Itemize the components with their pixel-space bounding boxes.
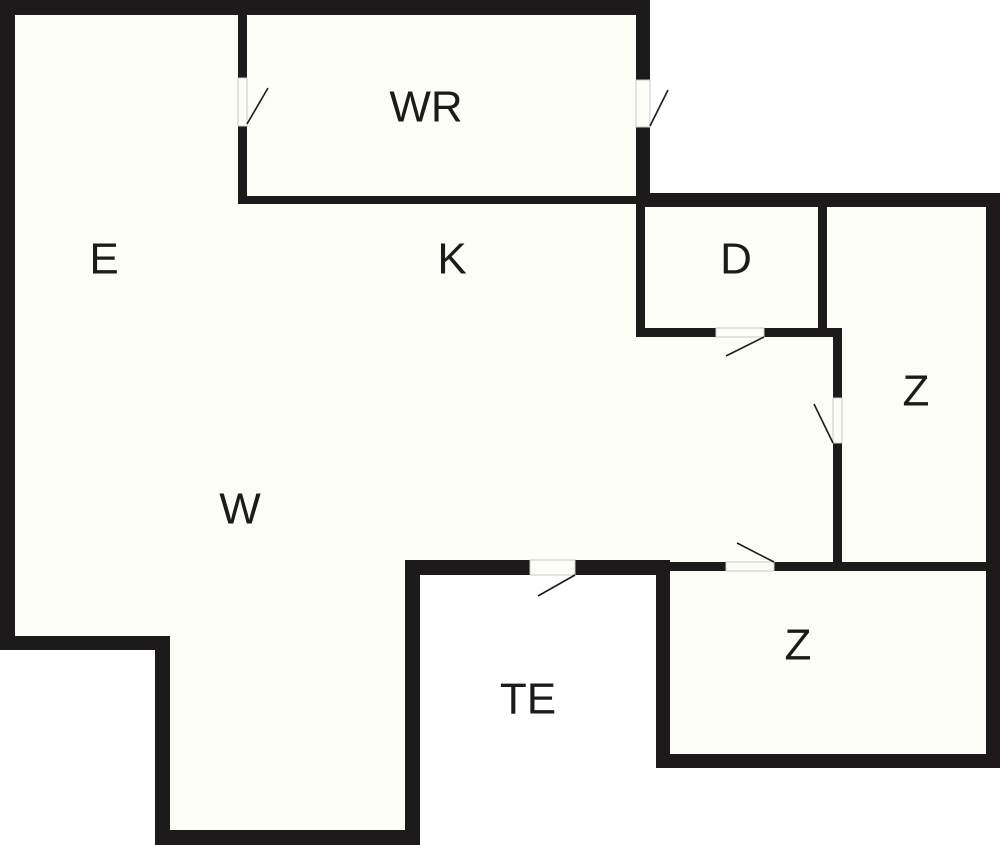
wall-outer-top [0,0,650,15]
wall-z-bottom-outer-right [986,560,1000,768]
room-z-bottom-floor [660,565,995,760]
door-gap-zbottom [725,561,775,572]
wall-te-top-left [405,560,530,575]
room-labels: WR K E W D Z Z TE [89,83,929,724]
wall-zright-left-upper [833,328,842,398]
wall-zright-left-lower [833,443,842,568]
wall-d-zright [818,200,827,330]
door-gap-wr-left [237,77,248,127]
doors [237,77,843,597]
wall-outer-left [0,0,15,650]
door-gap-te [529,559,576,576]
wall-z-bottom-outer-bottom [656,754,1000,768]
door-gap-wr-right [635,79,651,128]
wall-wr-left-upper [238,10,247,78]
main-floor-area [10,10,835,835]
door-swing-d [725,336,765,357]
room-label-e: E [89,235,118,284]
wall-z-bottom-top-left [656,562,726,571]
wall-wr-left-lower [238,126,247,204]
wall-corridor-bottom [155,830,420,845]
room-z-right-floor [825,200,995,565]
wall-d-bottom-right [764,328,842,337]
room-label-k: K [437,235,466,284]
room-label-z-right: Z [903,367,930,416]
wall-d-bottom-left [636,328,716,337]
wall-z-bottom-top-right [774,562,1000,571]
wall-wr-right-upper [636,0,650,80]
wall-corridor-left [155,636,170,845]
room-label-te: TE [500,675,556,724]
room-d-floor [640,200,825,330]
door-gap-d [715,327,765,338]
room-label-d: D [720,235,752,284]
door-swing-zright [813,403,834,444]
wall-wr-bottom [238,196,640,204]
door-swing-zbottom [736,542,775,563]
door-swing-wr-left [246,87,269,125]
door-swing-te [537,574,576,597]
wall-corridor-right [405,560,420,845]
wall-d-left [636,200,645,337]
room-label-wr: WR [389,83,462,132]
door-swing-wr-right [649,89,669,127]
room-label-z-bottom: Z [785,621,812,670]
room-label-w: W [219,485,261,534]
wall-te-top-right [575,560,670,575]
wall-step-left [0,636,170,650]
wall-outer-right [986,193,1000,568]
floor-areas [10,10,995,835]
door-gap-zright [832,397,843,444]
wall-wr-right-lower [636,127,650,207]
wall-te-z [656,560,670,768]
